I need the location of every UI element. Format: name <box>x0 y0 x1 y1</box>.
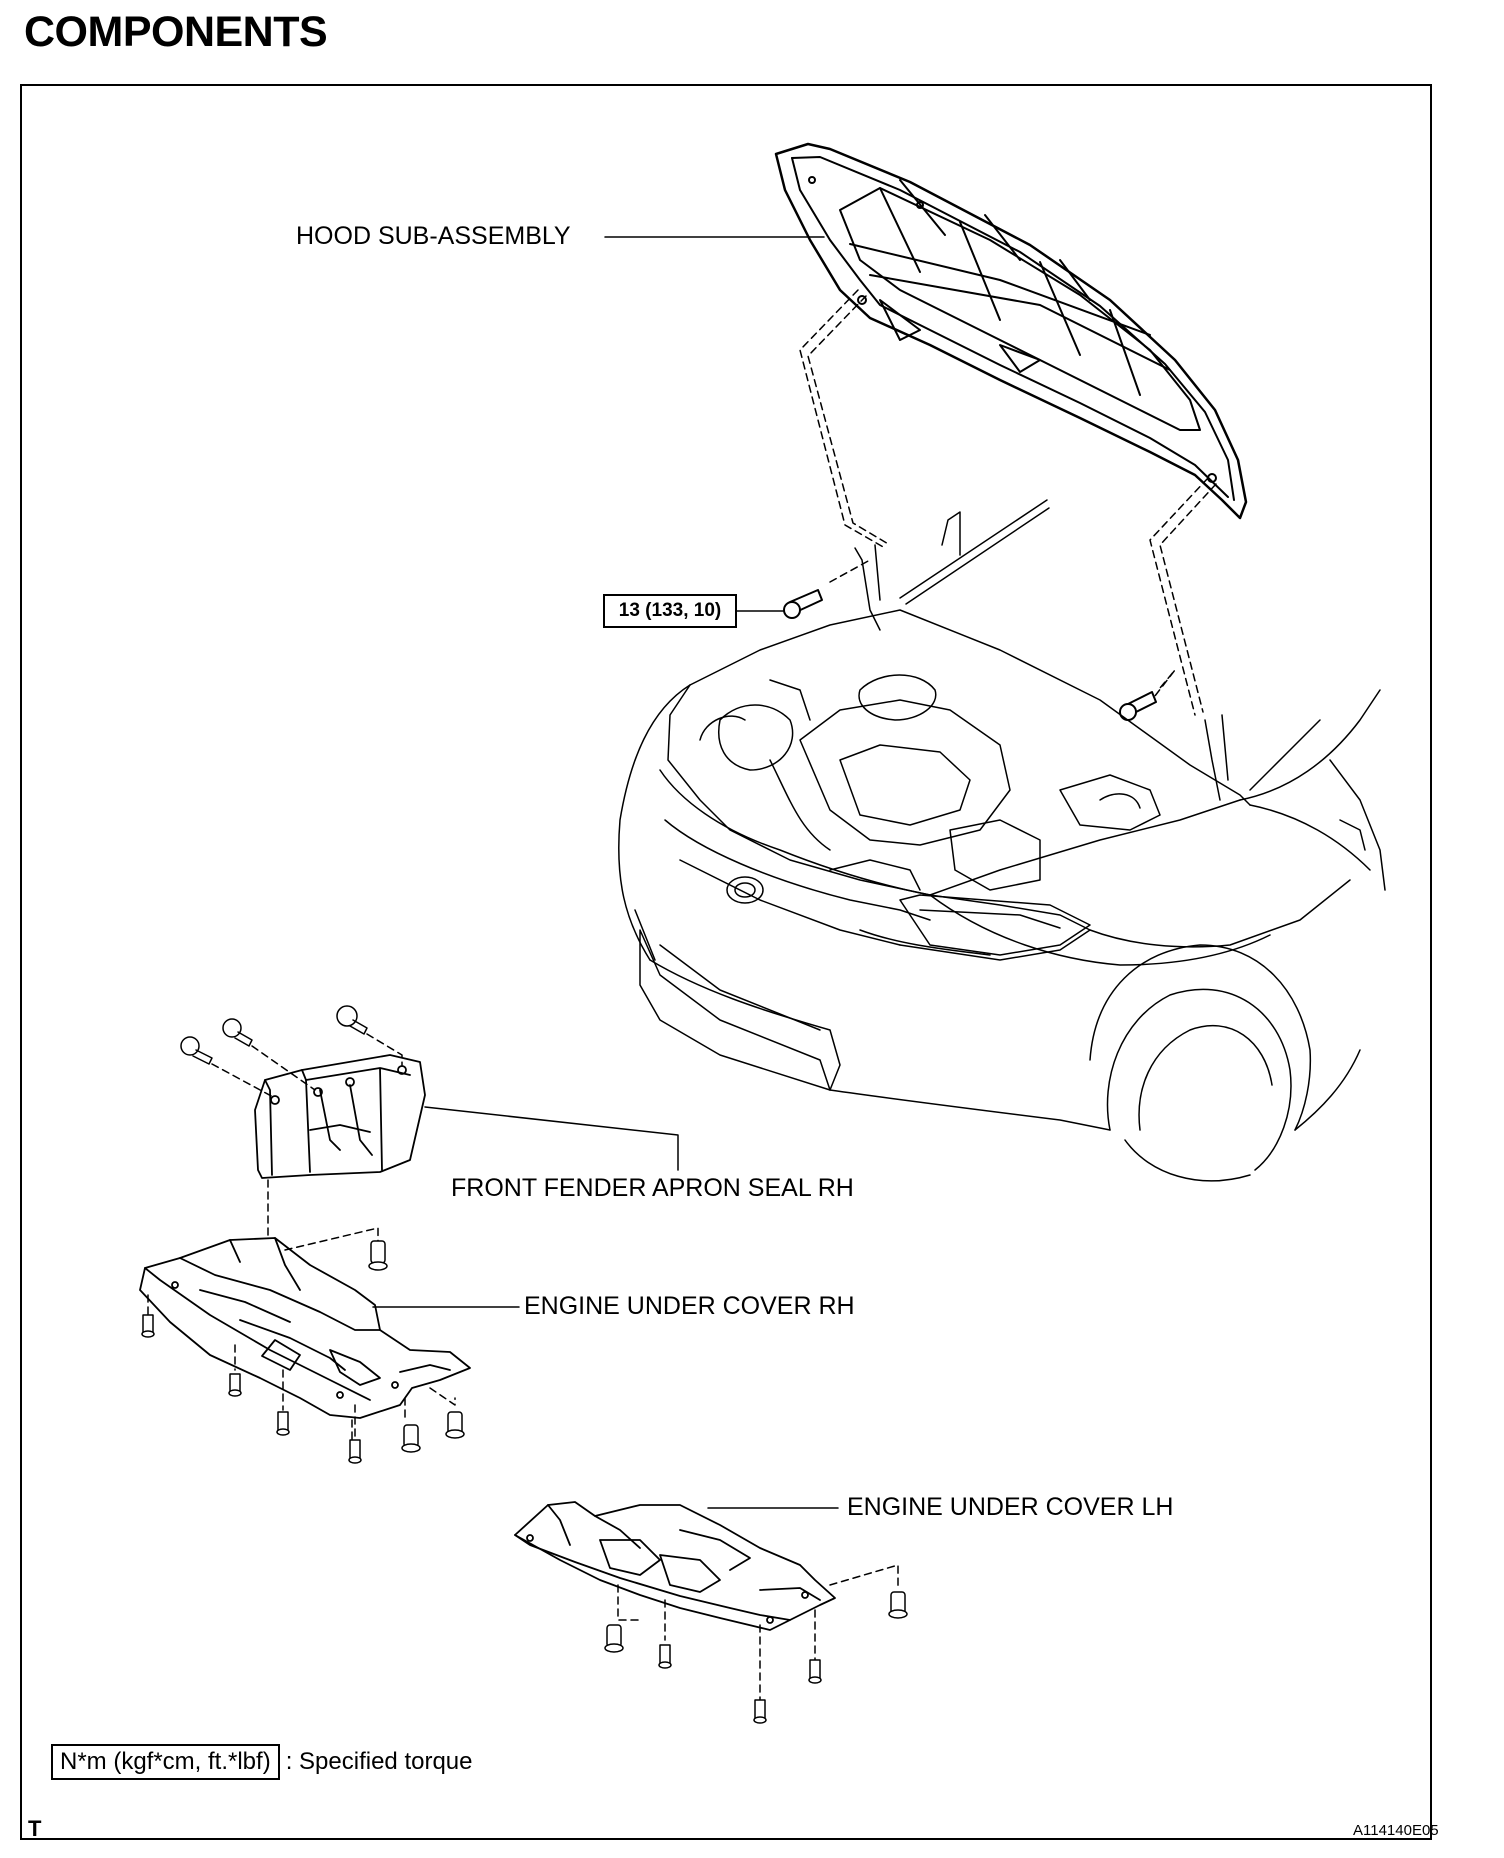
fender-apron-seal-label: FRONT FENDER APRON SEAL RH <box>451 1174 854 1202</box>
engine-under-cover-lh-drawing <box>514 1501 836 1631</box>
torque-legend-description: : Specified torque <box>285 1748 473 1775</box>
hood-hinge-guide-lines <box>799 289 1217 716</box>
under-cover-rh-fasteners <box>141 1240 465 1464</box>
under-cover-rh-label: ENGINE UNDER COVER RH <box>524 1292 855 1320</box>
under-cover-lh-guide-lines <box>617 1564 899 1701</box>
corner-mark: T <box>28 1816 42 1841</box>
hood-hinge-bolt-left <box>783 589 823 619</box>
vehicle-front-drawing <box>618 499 1386 1182</box>
fender-apron-seal-drawing <box>254 1054 426 1179</box>
hood-sub-assembly-label: HOOD SUB-ASSEMBLY <box>296 222 571 250</box>
hood-hinge-bolt-right <box>1119 691 1157 721</box>
torque-units-box: N*m (kgf*cm, ft.*lbf) <box>51 1744 280 1780</box>
page-title: COMPONENTS <box>24 8 328 56</box>
under-cover-lh-label: ENGINE UNDER COVER LH <box>847 1493 1174 1521</box>
hood-sub-assembly-drawing <box>774 142 1248 520</box>
fender-seal-leader-line <box>424 1106 679 1171</box>
diagram-frame <box>20 84 1432 1840</box>
torque-legend: N*m (kgf*cm, ft.*lbf) : Specified torque <box>51 1744 473 1780</box>
under-cover-lh-fasteners <box>604 1591 908 1724</box>
fender-seal-clips <box>180 1005 368 1065</box>
fender-seal-guide-lines <box>211 1033 403 1256</box>
engine-under-cover-rh-drawing <box>139 1237 471 1419</box>
figure-id: A114140E05 <box>1353 1822 1439 1839</box>
hood-bolt-torque-spec: 13 (133, 10) <box>603 594 737 628</box>
